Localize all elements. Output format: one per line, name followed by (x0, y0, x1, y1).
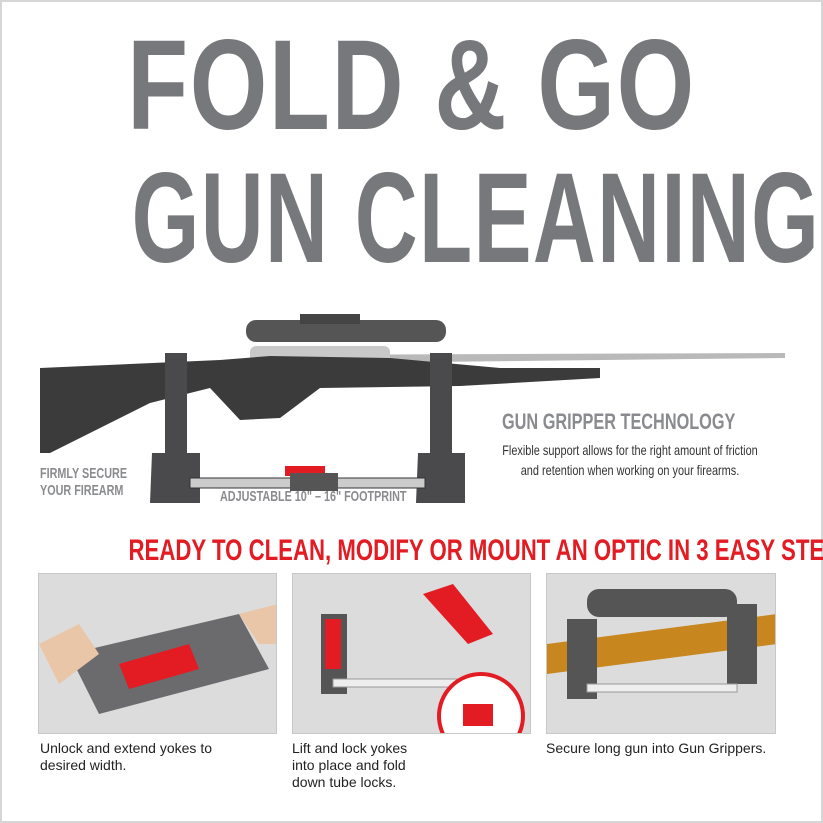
step-3-caption: Secure long gun into Gun Grippers. (546, 740, 767, 756)
secure-gun-illustration (547, 589, 775, 699)
headline-line-2: GUN CLEANING. (131, 147, 823, 290)
headline-line-1: FOLD & GO (127, 14, 696, 157)
step-1-panel (38, 573, 277, 734)
rifle-on-stand-illustration (40, 314, 785, 503)
step-2-panel (292, 573, 531, 734)
gripper-title: GUN GRIPPER TECHNOLOGY (502, 409, 736, 434)
extend-yokes-illustration (39, 604, 276, 714)
gripper-description: Flexible support allows for the right am… (502, 442, 758, 478)
secure-firearm-label: FIRMLY SECURE YOUR FIREARM (40, 465, 128, 499)
lock-yokes-illustration (321, 584, 525, 733)
steps-heading: READY TO CLEAN, MODIFY OR MOUNT AN OPTIC… (128, 534, 823, 567)
step-3-panel (546, 573, 776, 734)
footprint-label: ADJUSTABLE 10" – 16" FOOTPRINT (220, 488, 407, 505)
